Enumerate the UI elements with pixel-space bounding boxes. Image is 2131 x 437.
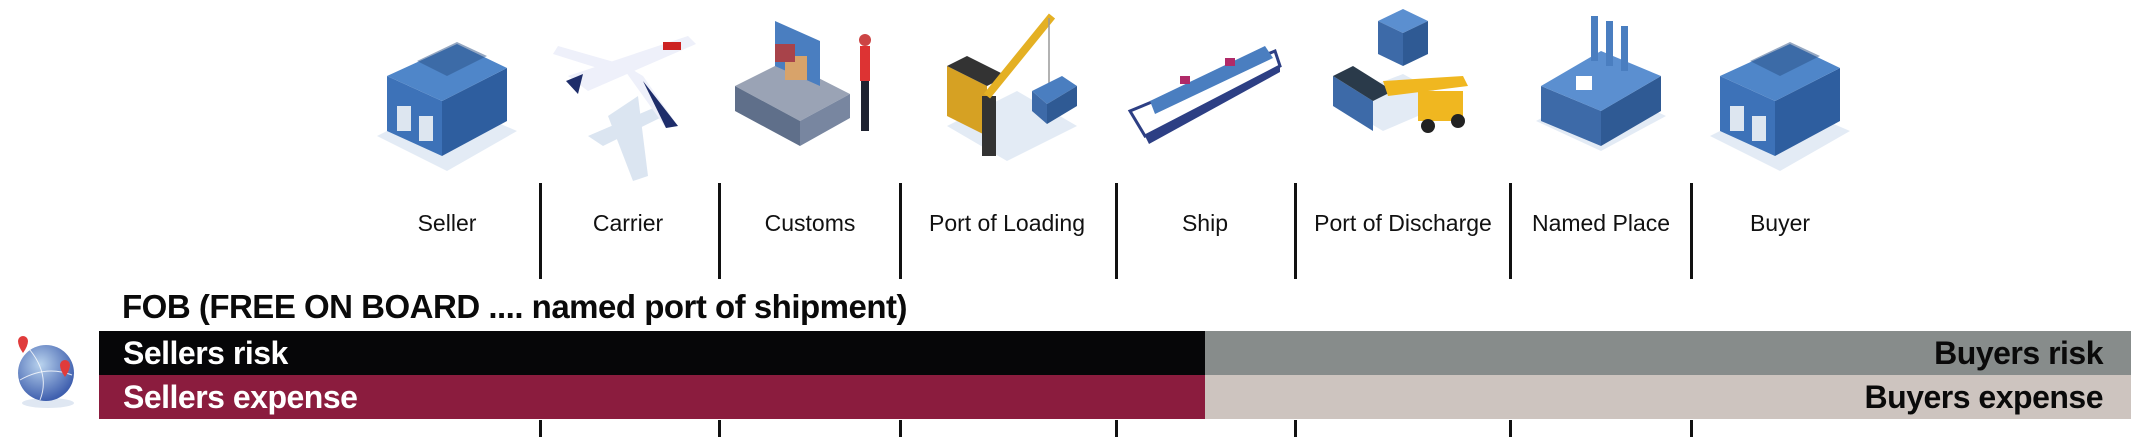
sellers-expense-bar: Sellers expense: [99, 375, 1205, 419]
stage-label-seller: Seller: [417, 210, 477, 236]
buyers-risk-label: Buyers risk: [1934, 335, 2103, 371]
customs-scanner-icon: [730, 6, 890, 181]
globe-icon: [10, 335, 80, 410]
buyers-expense-label: Buyers expense: [1864, 379, 2104, 415]
buyers-risk-bar: Buyers risk: [1205, 331, 2131, 375]
port-crane-icon: [927, 6, 1087, 181]
named-place-factory-icon: [1521, 6, 1681, 181]
stage-divider: [1509, 183, 1512, 279]
sellers-risk-label: Sellers risk: [123, 335, 288, 371]
incoterm-title: FOB (FREE ON BOARD .... named port of sh…: [122, 288, 908, 325]
stage-divider: [1509, 420, 1512, 437]
stage-divider: [1690, 420, 1693, 437]
buyer-warehouse-icon: [1700, 6, 1860, 181]
sellers-risk-bar: Sellers risk: [99, 331, 1205, 375]
cargo-ship-icon: [1125, 6, 1285, 181]
stage-label-named-place: Named Place: [1531, 210, 1671, 236]
stage-label-ship: Ship: [1181, 210, 1229, 236]
stage-label-buyer: Buyer: [1749, 210, 1811, 236]
stage-divider: [539, 420, 542, 437]
container-loader-icon: [1323, 6, 1483, 181]
stage-divider: [718, 183, 721, 279]
stage-label-carrier: Carrier: [592, 210, 664, 236]
stage-label-customs: Customs: [764, 210, 856, 236]
stage-divider: [539, 183, 542, 279]
stage-label-port-of-loading: Port of Loading: [928, 210, 1085, 236]
buyers-expense-bar: Buyers expense: [1205, 375, 2131, 419]
stage-divider: [1115, 183, 1118, 279]
stage-divider: [899, 420, 902, 437]
stage-divider: [718, 420, 721, 437]
carrier-airplane-icon: [548, 6, 708, 181]
seller-warehouse-icon: [367, 6, 527, 181]
stage-divider: [1294, 420, 1297, 437]
sellers-expense-label: Sellers expense: [123, 379, 358, 415]
stage-divider: [899, 183, 902, 279]
stage-divider: [1294, 183, 1297, 279]
stage-divider: [1690, 183, 1693, 279]
stage-divider: [1115, 420, 1118, 437]
stage-label-port-of-discharge: Port of Discharge: [1314, 210, 1492, 236]
